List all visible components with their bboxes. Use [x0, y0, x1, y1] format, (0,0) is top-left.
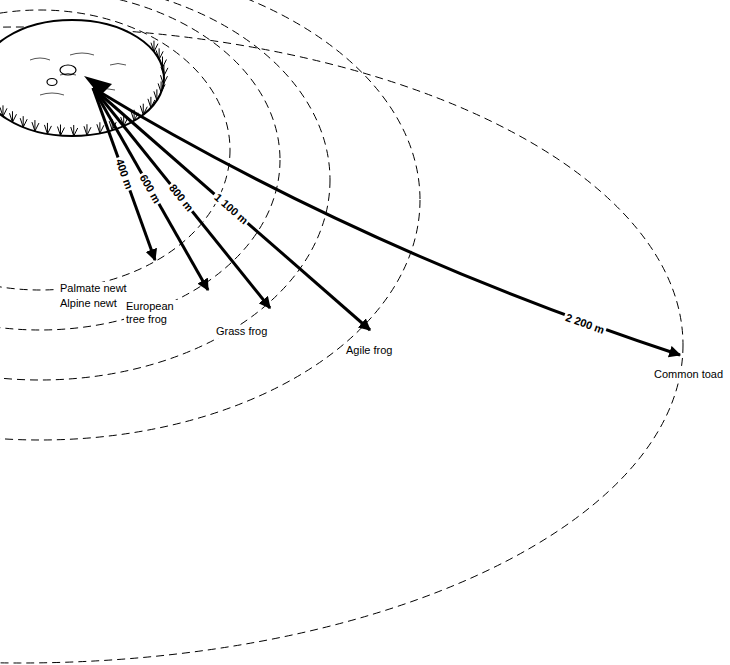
- species-label: Agile frog: [344, 344, 394, 357]
- migration-arrows: [93, 88, 680, 355]
- distance-label: 600 m: [136, 171, 165, 208]
- species-label: Grass frog: [214, 325, 269, 338]
- species-label: European tree frog: [124, 300, 190, 326]
- species-label: Common toad: [652, 368, 725, 381]
- distance-label: 1 100 m: [210, 190, 252, 229]
- species-label: Alpine newt: [58, 297, 119, 310]
- distance-rings: [0, 0, 683, 663]
- distance-label: 400 m: [112, 155, 136, 193]
- distance-label: 800 m: [165, 180, 197, 216]
- species-label: Palmate newt: [58, 282, 129, 295]
- distance-label: 2 200 m: [562, 310, 608, 337]
- pond-arrowhead: [84, 76, 112, 96]
